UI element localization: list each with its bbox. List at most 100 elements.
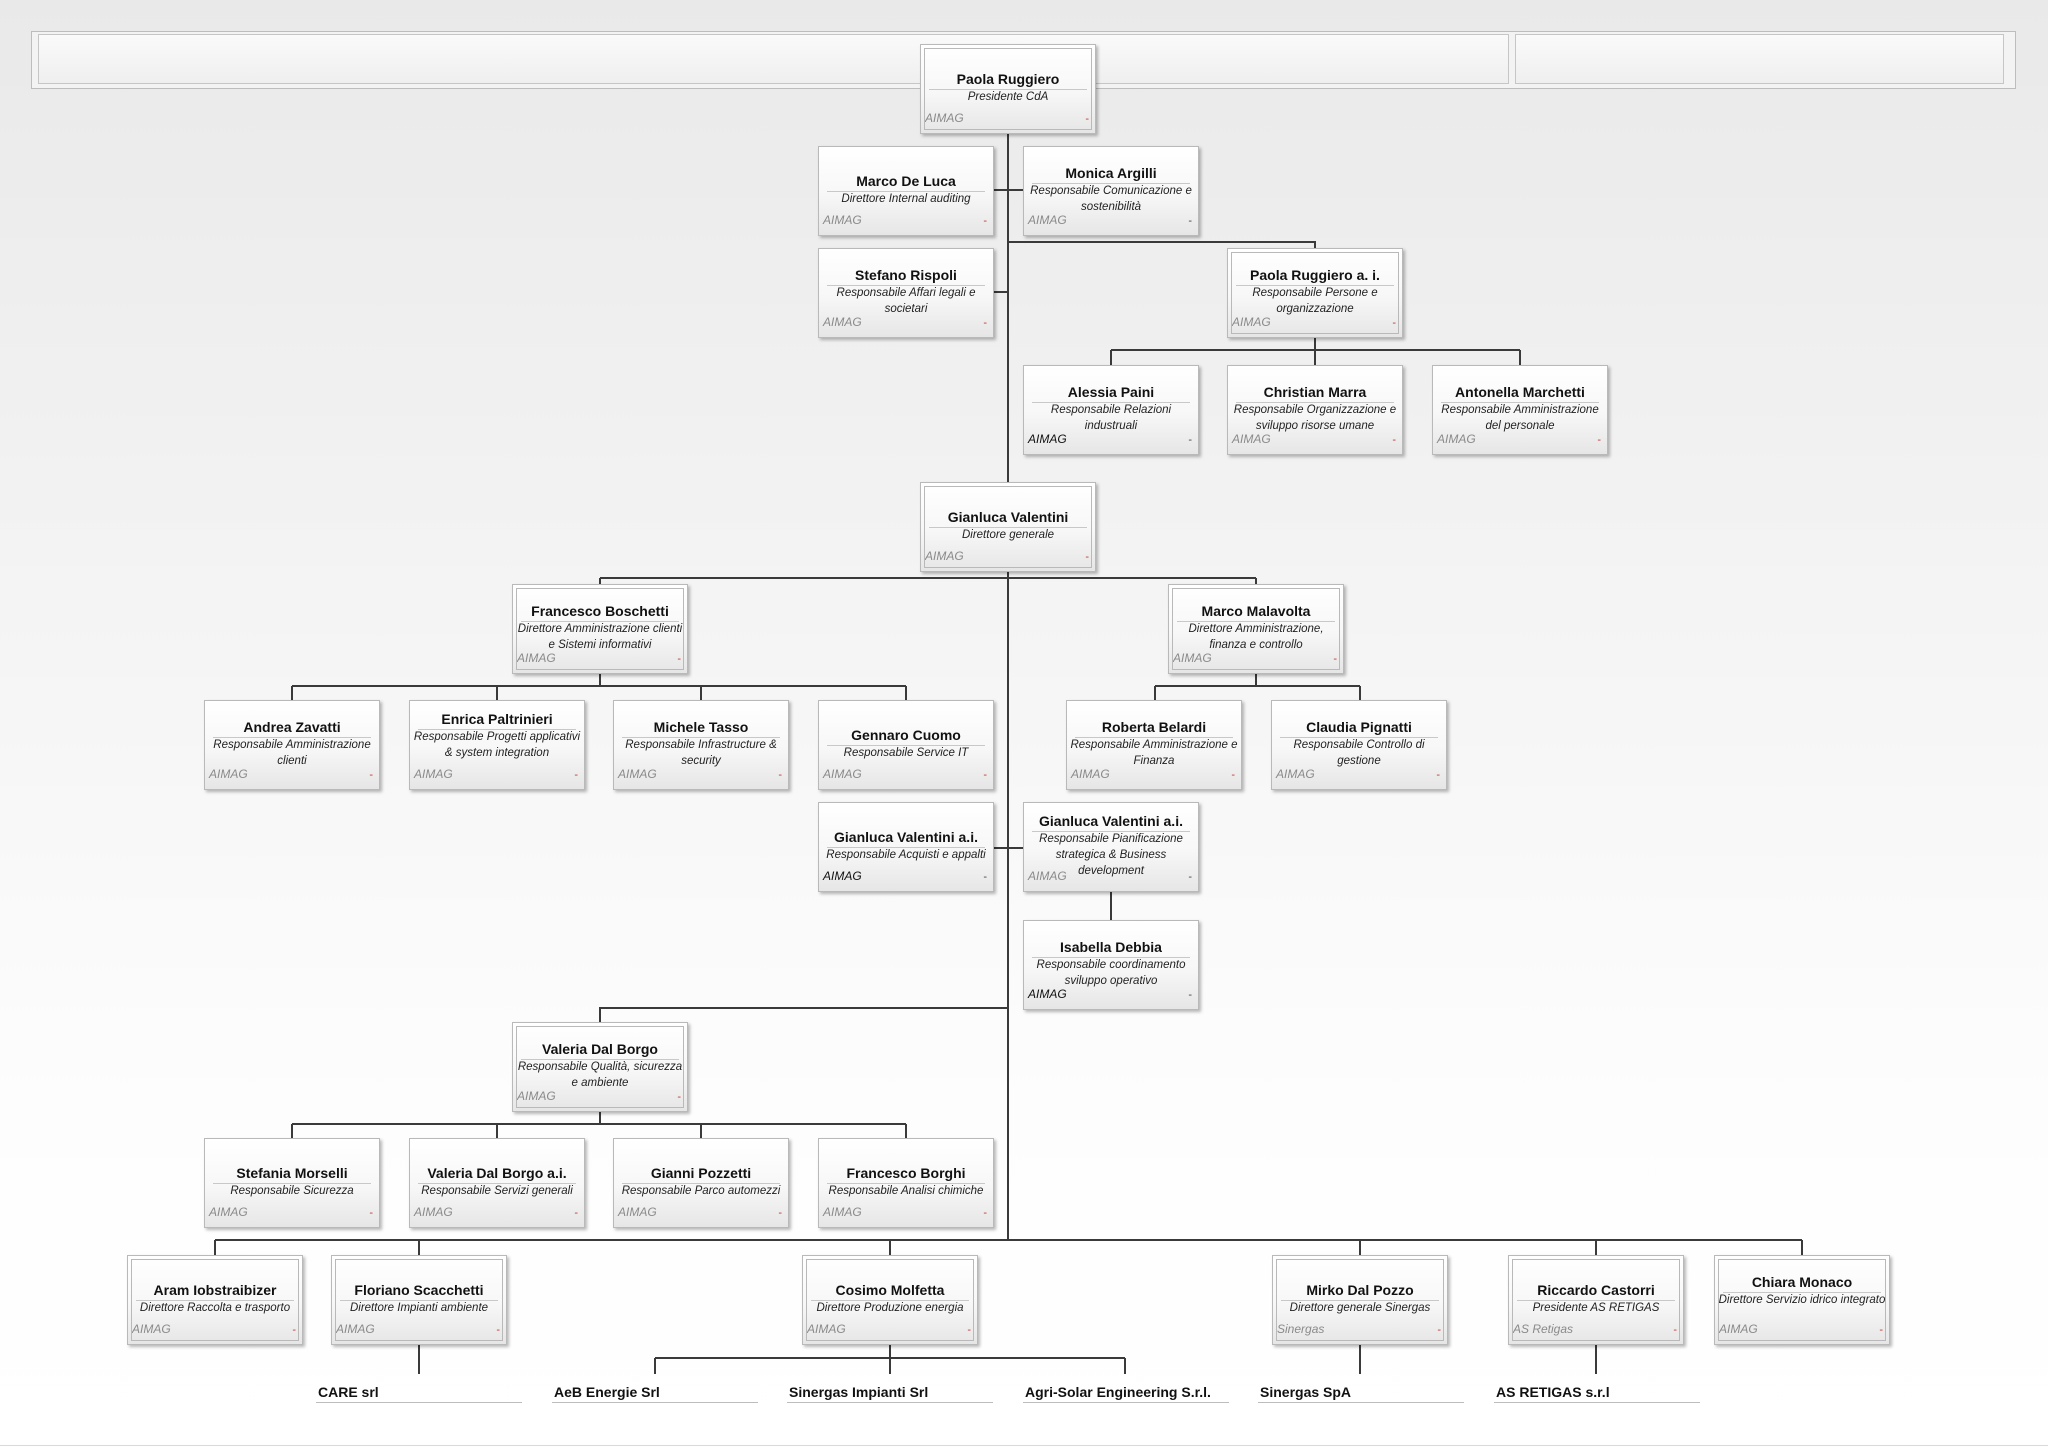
card-valentini-dg[interactable]: Gianluca Valentini Direttore generale AI… <box>920 482 1096 572</box>
card-name: Floriano Scacchetti <box>340 1282 498 1301</box>
card-role: Responsabile Relazioni industruali <box>1050 404 1172 432</box>
card-org: AS Retigas <box>1513 1322 1574 1336</box>
card-org: AIMAG <box>1071 767 1110 781</box>
company-sinergas-impianti[interactable]: Sinergas Impianti Srl <box>787 1383 993 1403</box>
card-role: Direttore Produzione energia <box>816 1302 964 1314</box>
card-monaco[interactable]: Chiara Monaco Direttore Servizio idrico … <box>1714 1255 1890 1345</box>
card-name: Gianni Pozzetti <box>622 1165 780 1184</box>
card-role: Responsabile Servizi generali <box>421 1185 573 1197</box>
card-dash: - <box>292 1324 296 1336</box>
card-role: Responsabile Progetti applicativi & syst… <box>413 731 581 759</box>
card-org: AIMAG <box>823 869 862 883</box>
card-name: Michele Tasso <box>622 719 780 738</box>
card-role: Direttore generale Sinergas <box>1289 1302 1431 1314</box>
card-zavatti[interactable]: Andrea Zavatti Responsabile Amministrazi… <box>204 700 380 790</box>
card-dash: - <box>983 871 987 883</box>
company-as-retigas[interactable]: AS RETIGAS s.r.l <box>1494 1383 1700 1403</box>
card-valentini-pianificazione[interactable]: Gianluca Valentini a.i. Responsabile Pia… <box>1023 802 1199 892</box>
card-tasso[interactable]: Michele Tasso Responsabile Infrastructur… <box>613 700 789 790</box>
card-iobstraibizer[interactable]: Aram Iobstraibizer Direttore Raccolta e … <box>127 1255 303 1345</box>
branch-dal-borgo <box>599 1007 1008 1022</box>
card-org: AIMAG <box>1437 432 1476 446</box>
card-dash: - <box>1673 1324 1677 1336</box>
card-de-luca[interactable]: Marco De Luca Direttore Internal auditin… <box>818 146 994 236</box>
card-role: Direttore generale <box>961 529 1055 541</box>
branch-dal-borgo-children <box>291 1112 907 1138</box>
card-dash: - <box>1392 434 1396 446</box>
card-dal-borgo-ai[interactable]: Valeria Dal Borgo a.i. Responsabile Serv… <box>409 1138 585 1228</box>
card-org: AIMAG <box>1232 432 1271 446</box>
card-marra[interactable]: Christian Marra Responsabile Organizzazi… <box>1227 365 1403 455</box>
card-name: Stefano Rispoli <box>827 267 985 286</box>
company-agri-solar[interactable]: Agri-Solar Engineering S.r.l. <box>1023 1383 1229 1403</box>
card-org: AIMAG <box>618 767 657 781</box>
card-marchetti[interactable]: Antonella Marchetti Responsabile Amminis… <box>1432 365 1608 455</box>
card-role: Direttore Impianti ambiente <box>349 1302 489 1314</box>
card-role: Responsabile Qualità, sicurezza e ambien… <box>517 1061 683 1089</box>
company-sinergas-spa[interactable]: Sinergas SpA <box>1258 1383 1464 1403</box>
card-dal-borgo[interactable]: Valeria Dal Borgo Responsabile Qualità, … <box>512 1022 688 1112</box>
card-argilli[interactable]: Monica Argilli Responsabile Comunicazion… <box>1023 146 1199 236</box>
card-ruggiero-ai[interactable]: Paola Ruggiero a. i. Responsabile Person… <box>1227 248 1403 338</box>
card-name: Antonella Marchetti <box>1441 384 1599 403</box>
card-name: Cosimo Molfetta <box>811 1282 969 1301</box>
card-name: Gennaro Cuomo <box>827 727 985 746</box>
card-dash: - <box>574 1207 578 1219</box>
card-pignatti[interactable]: Claudia Pignatti Responsabile Controllo … <box>1271 700 1447 790</box>
card-molfetta[interactable]: Cosimo Molfetta Direttore Produzione ene… <box>802 1255 978 1345</box>
card-name: Paola Ruggiero <box>929 71 1087 90</box>
card-cuomo[interactable]: Gennaro Cuomo Responsabile Service IT AI… <box>818 700 994 790</box>
card-role: Direttore Raccolta e trasporto <box>139 1302 291 1314</box>
card-dash: - <box>1188 989 1192 1001</box>
card-dash: - <box>778 1207 782 1219</box>
card-name: Valeria Dal Borgo a.i. <box>418 1165 576 1184</box>
card-rispoli[interactable]: Stefano Rispoli Responsabile Affari lega… <box>818 248 994 338</box>
card-role: Responsabile Infrastructure & security <box>625 739 777 767</box>
card-scacchetti[interactable]: Floriano Scacchetti Direttore Impianti a… <box>331 1255 507 1345</box>
card-role: Responsabile Parco automezzi <box>621 1185 781 1197</box>
card-role: Responsabile Service IT <box>843 747 969 759</box>
card-pozzetti[interactable]: Gianni Pozzetti Responsabile Parco autom… <box>613 1138 789 1228</box>
card-dash: - <box>574 769 578 781</box>
card-name: Gianluca Valentini <box>929 509 1087 528</box>
card-role: Responsabile Controllo di gestione <box>1293 739 1425 767</box>
card-name: Andrea Zavatti <box>213 719 371 738</box>
card-role: Responsabile coordinamento sviluppo oper… <box>1036 959 1186 987</box>
card-role: Responsabile Pianificazione strategica &… <box>1039 833 1183 877</box>
card-org: AIMAG <box>823 1205 862 1219</box>
card-org: AIMAG <box>823 315 862 329</box>
company-care[interactable]: CARE srl <box>316 1383 522 1403</box>
card-belardi[interactable]: Roberta Belardi Responsabile Amministraz… <box>1066 700 1242 790</box>
card-ruggiero-presidente[interactable]: Paola Ruggiero Presidente CdA AIMAG - <box>920 44 1096 134</box>
card-debbia[interactable]: Isabella Debbia Responsabile coordinamen… <box>1023 920 1199 1010</box>
card-dash: - <box>967 1324 971 1336</box>
card-name: Claudia Pignatti <box>1280 719 1438 738</box>
branch-companies <box>418 1344 1597 1374</box>
card-castorri[interactable]: Riccardo Castorri Presidente AS RETIGAS … <box>1508 1255 1684 1345</box>
card-org: AIMAG <box>823 767 862 781</box>
card-role: Presidente CdA <box>967 91 1049 103</box>
card-name: Christian Marra <box>1236 384 1394 403</box>
card-role: Responsabile Amministrazione del persona… <box>1441 404 1599 432</box>
card-dash: - <box>1188 434 1192 446</box>
card-role: Responsabile Amministrazione e Finanza <box>1070 739 1238 767</box>
card-dash: - <box>983 1207 987 1219</box>
card-borghi[interactable]: Francesco Borghi Responsabile Analisi ch… <box>818 1138 994 1228</box>
card-paltrinieri[interactable]: Enrica Paltrinieri Responsabile Progetti… <box>409 700 585 790</box>
company-aeb[interactable]: AeB Energie Srl <box>552 1383 758 1403</box>
card-dash: - <box>1085 113 1089 125</box>
card-boschetti[interactable]: Francesco Boschetti Direttore Amministra… <box>512 584 688 674</box>
bottom-rule <box>0 1445 2048 1446</box>
card-org: AIMAG <box>132 1322 171 1336</box>
card-malavolta[interactable]: Marco Malavolta Direttore Amministrazion… <box>1168 584 1344 674</box>
card-name: Valeria Dal Borgo <box>521 1041 679 1060</box>
card-paini[interactable]: Alessia Paini Responsabile Relazioni ind… <box>1023 365 1199 455</box>
card-name: Gianluca Valentini a.i. <box>1032 813 1190 832</box>
card-valentini-acquisti[interactable]: Gianluca Valentini a.i. Responsabile Acq… <box>818 802 994 892</box>
card-dash: - <box>1188 215 1192 227</box>
card-morselli[interactable]: Stefania Morselli Responsabile Sicurezza… <box>204 1138 380 1228</box>
card-dash: - <box>496 1324 500 1336</box>
card-org: AIMAG <box>807 1322 846 1336</box>
card-dash: - <box>1231 769 1235 781</box>
card-dal-pozzo[interactable]: Mirko Dal Pozzo Direttore generale Siner… <box>1272 1255 1448 1345</box>
